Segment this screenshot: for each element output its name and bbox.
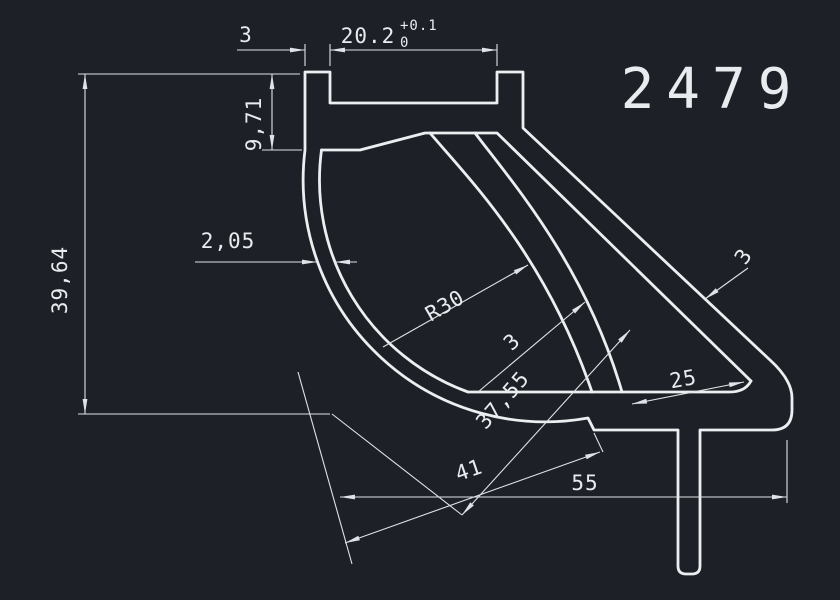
dim-lip-width-label: 3	[239, 23, 253, 47]
extension-line	[331, 413, 463, 516]
part-number-label: 2479	[621, 57, 804, 122]
leader-line	[704, 267, 749, 300]
dim-slot-tolerance-upper-label: +0.1	[400, 18, 438, 34]
dim-rib-thickness-label: 3	[499, 328, 525, 355]
dim-arm-thickness-label: 3	[730, 244, 757, 269]
dim-curve-radius-label: R30	[421, 285, 468, 326]
profile-outline	[301, 70, 794, 576]
dim-wall-thickness-label: 2,05	[201, 229, 256, 253]
profile-rib-right-edge	[473, 131, 624, 394]
dim-diagonal-width-inner-label: 37,55	[471, 366, 534, 433]
dimension-labels: 3 20.2 +0.1 0 9,71 39,64 2,05 R30 3 3 25…	[48, 18, 804, 495]
profile-arm-inner-wall	[320, 131, 753, 383]
profile-geometry	[301, 70, 794, 576]
leader-line	[382, 264, 529, 348]
dim-slot-width-label: 20.2	[341, 24, 396, 48]
dim-hat-height-label: 9,71	[242, 97, 266, 152]
dimension-line	[631, 381, 745, 405]
dim-overall-height-label: 39,64	[48, 246, 72, 314]
dim-diagonal-width-outer-label: 41	[452, 454, 486, 486]
extension-line	[593, 432, 604, 453]
leader-line	[477, 301, 586, 393]
dim-arm-foot-length-label: 25	[668, 365, 699, 393]
dim-slot-tolerance-lower-label: 0	[400, 35, 409, 51]
extension-line	[297, 371, 353, 565]
dimension-annotations	[78, 44, 788, 565]
dim-overall-width-label: 55	[571, 471, 598, 495]
